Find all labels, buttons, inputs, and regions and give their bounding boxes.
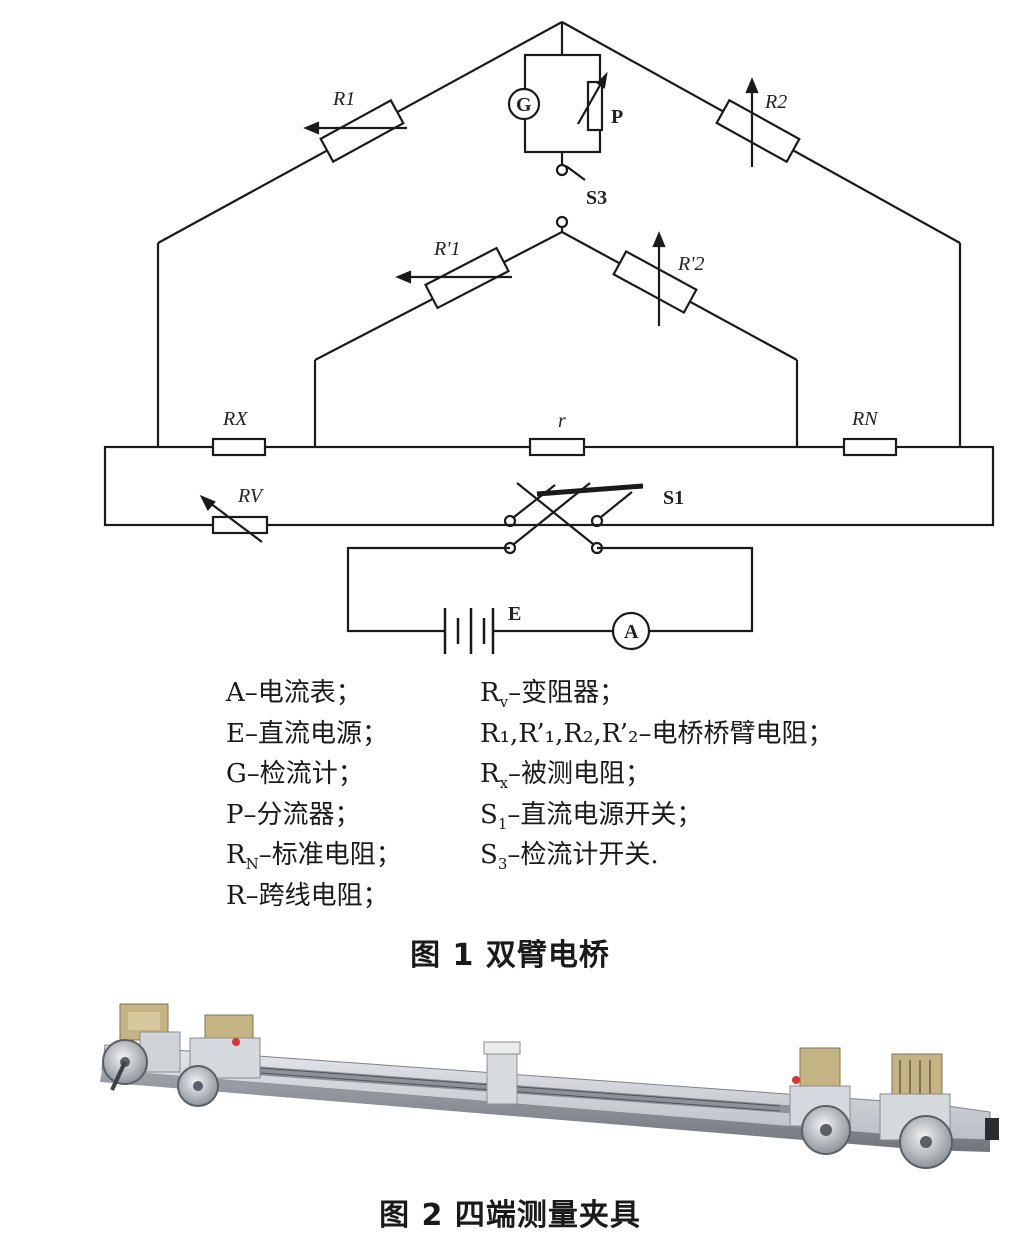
label-s1: S1 — [663, 487, 684, 509]
label-s3: S3 — [586, 187, 607, 209]
label-r2: R2 — [764, 91, 787, 113]
label-e: E — [508, 603, 521, 625]
label-rv: RV — [237, 485, 265, 507]
legend-item: S1–直流电源开关； — [480, 799, 703, 833]
four-terminal-fixture-photo — [100, 1003, 999, 1169]
label-rn: RN — [851, 408, 879, 430]
label-r1: R1 — [332, 88, 355, 110]
double-bridge-circuit-diagram: R1 R2 R'1 R'2 G P S3 RX r RN RV S1 E A — [103, 21, 995, 654]
legend-item: A–电流表； — [226, 678, 362, 708]
label-r2-prime: R'2 — [677, 253, 705, 275]
legend-item: Rx–被测电阻； — [480, 759, 652, 793]
legend-item: R–跨线电阻； — [226, 880, 389, 911]
legend-item: S3–检流计开关. — [480, 840, 659, 874]
legend-item: RN–标准电阻； — [226, 840, 402, 874]
legend-item: E–直流电源； — [226, 718, 388, 749]
legend-item: Rv–变阻器； — [480, 678, 626, 712]
label-r: r — [558, 410, 566, 432]
legend-item: P–分流器； — [226, 799, 361, 830]
label-a: A — [624, 621, 639, 643]
figure-1-caption: 图 1 双臂电桥 — [410, 938, 610, 973]
legend-left-column: A–电流表； E–直流电源； G–检流计； P–分流器； RN–标准电阻； R–… — [226, 673, 402, 916]
legend-item: R₁,R’₁,R₂,R’₂–电桥桥臂电阻； — [480, 718, 834, 749]
label-rx: RX — [222, 408, 248, 430]
legend-right-column: Rv–变阻器； R₁,R’₁,R₂,R’₂–电桥桥臂电阻； Rx–被测电阻； S… — [480, 673, 834, 876]
label-r1-prime: R'1 — [433, 238, 461, 260]
figure-2-caption: 图 2 四端测量夹具 — [379, 1198, 641, 1233]
label-g: G — [516, 94, 532, 116]
label-p: P — [611, 106, 623, 128]
legend-item: G–检流计； — [226, 759, 364, 789]
